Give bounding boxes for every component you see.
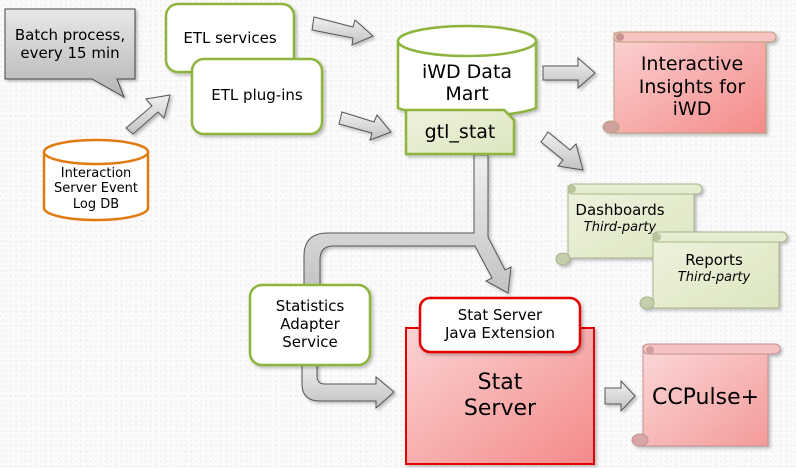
stat-server-line2: Server bbox=[463, 396, 537, 421]
insights-line1: Interactive bbox=[640, 53, 744, 76]
ccpulse-scroll bbox=[631, 343, 781, 447]
stat-server-java-ext-label: Stat Server Java Extension bbox=[420, 300, 580, 350]
java-ext-line1: Stat Server bbox=[457, 306, 543, 325]
batch-process-label: Batch process, every 15 min bbox=[5, 14, 135, 76]
data-mart-line1: iWD Data bbox=[421, 60, 513, 83]
data-mart-cylinder bbox=[396, 24, 538, 118]
batch-process-callout bbox=[4, 8, 136, 99]
etl-plugins-text: ETL plug-ins bbox=[211, 86, 303, 105]
arrow-statserver-to-ccpulse bbox=[604, 379, 636, 413]
insights-line3: iWD bbox=[672, 98, 712, 121]
reports-text: Reports bbox=[685, 251, 743, 270]
etl-plugins-box bbox=[190, 57, 324, 136]
arrow-etl-services-to-datamart bbox=[311, 16, 374, 46]
stat-server-line1: Stat bbox=[477, 370, 523, 396]
arrow-adapter-to-statserver bbox=[301, 361, 395, 410]
reports-sublabel: Third-party bbox=[677, 270, 751, 286]
stat-server-label: Stat Server bbox=[406, 358, 594, 434]
event-log-db-cylinder bbox=[42, 138, 150, 222]
arrow-datamart-to-dashboards bbox=[540, 131, 584, 171]
insights-line2: Insights for bbox=[638, 75, 746, 98]
adapter-line1: Statistics bbox=[275, 297, 345, 316]
statistics-adapter-label: Statistics Adapter Service bbox=[250, 288, 370, 362]
gtl-stat-text: gtl_stat bbox=[424, 120, 496, 143]
batch-process-line1: Batch process, bbox=[14, 26, 126, 45]
interactive-insights-scroll bbox=[602, 31, 777, 134]
dashboards-text: Dashboards bbox=[575, 201, 665, 220]
arrows bbox=[125, 16, 636, 413]
event-log-db-line2: Server Event bbox=[53, 181, 138, 197]
batch-process-line2: every 15 min bbox=[20, 44, 120, 62]
arrow-eventlog-to-etl bbox=[125, 94, 171, 135]
event-log-db-label: Interaction Server Event Log DB bbox=[44, 160, 148, 218]
etl-services-label: ETL services bbox=[166, 18, 294, 60]
etl-services-text: ETL services bbox=[183, 29, 277, 48]
gtl-stat-label: gtl_stat bbox=[406, 112, 514, 152]
java-ext-line2: Java Extension bbox=[444, 324, 556, 342]
dashboards-label: Dashboards Third-party bbox=[568, 198, 672, 240]
reports-scroll bbox=[639, 231, 788, 310]
etl-plugins-label: ETL plug-ins bbox=[192, 72, 322, 120]
stat-server-java-ext-box bbox=[418, 296, 582, 354]
gtl-stat-box bbox=[404, 108, 516, 156]
event-log-db-line1: Interaction bbox=[60, 166, 132, 181]
interactive-insights-label: Interactive Insights for iWD bbox=[614, 44, 770, 130]
arrow-datamart-to-insights bbox=[542, 56, 596, 90]
dashboards-sublabel: Third-party bbox=[583, 220, 657, 236]
adapter-line2: Adapter bbox=[280, 315, 340, 334]
arrow-gtlstat-split bbox=[303, 154, 512, 294]
statistics-adapter-box bbox=[248, 283, 372, 367]
ccpulse-text: CCPulse+ bbox=[651, 385, 760, 411]
data-mart-label: iWD Data Mart bbox=[398, 58, 536, 108]
ccpulse-label: CCPulse+ bbox=[643, 376, 768, 420]
event-log-db-line3: Log DB bbox=[72, 196, 120, 212]
adapter-line3: Service bbox=[282, 332, 338, 351]
reports-label: Reports Third-party bbox=[653, 248, 775, 290]
arrow-etl-plugins-to-datamart bbox=[338, 111, 392, 141]
data-mart-line2: Mart bbox=[445, 83, 489, 105]
